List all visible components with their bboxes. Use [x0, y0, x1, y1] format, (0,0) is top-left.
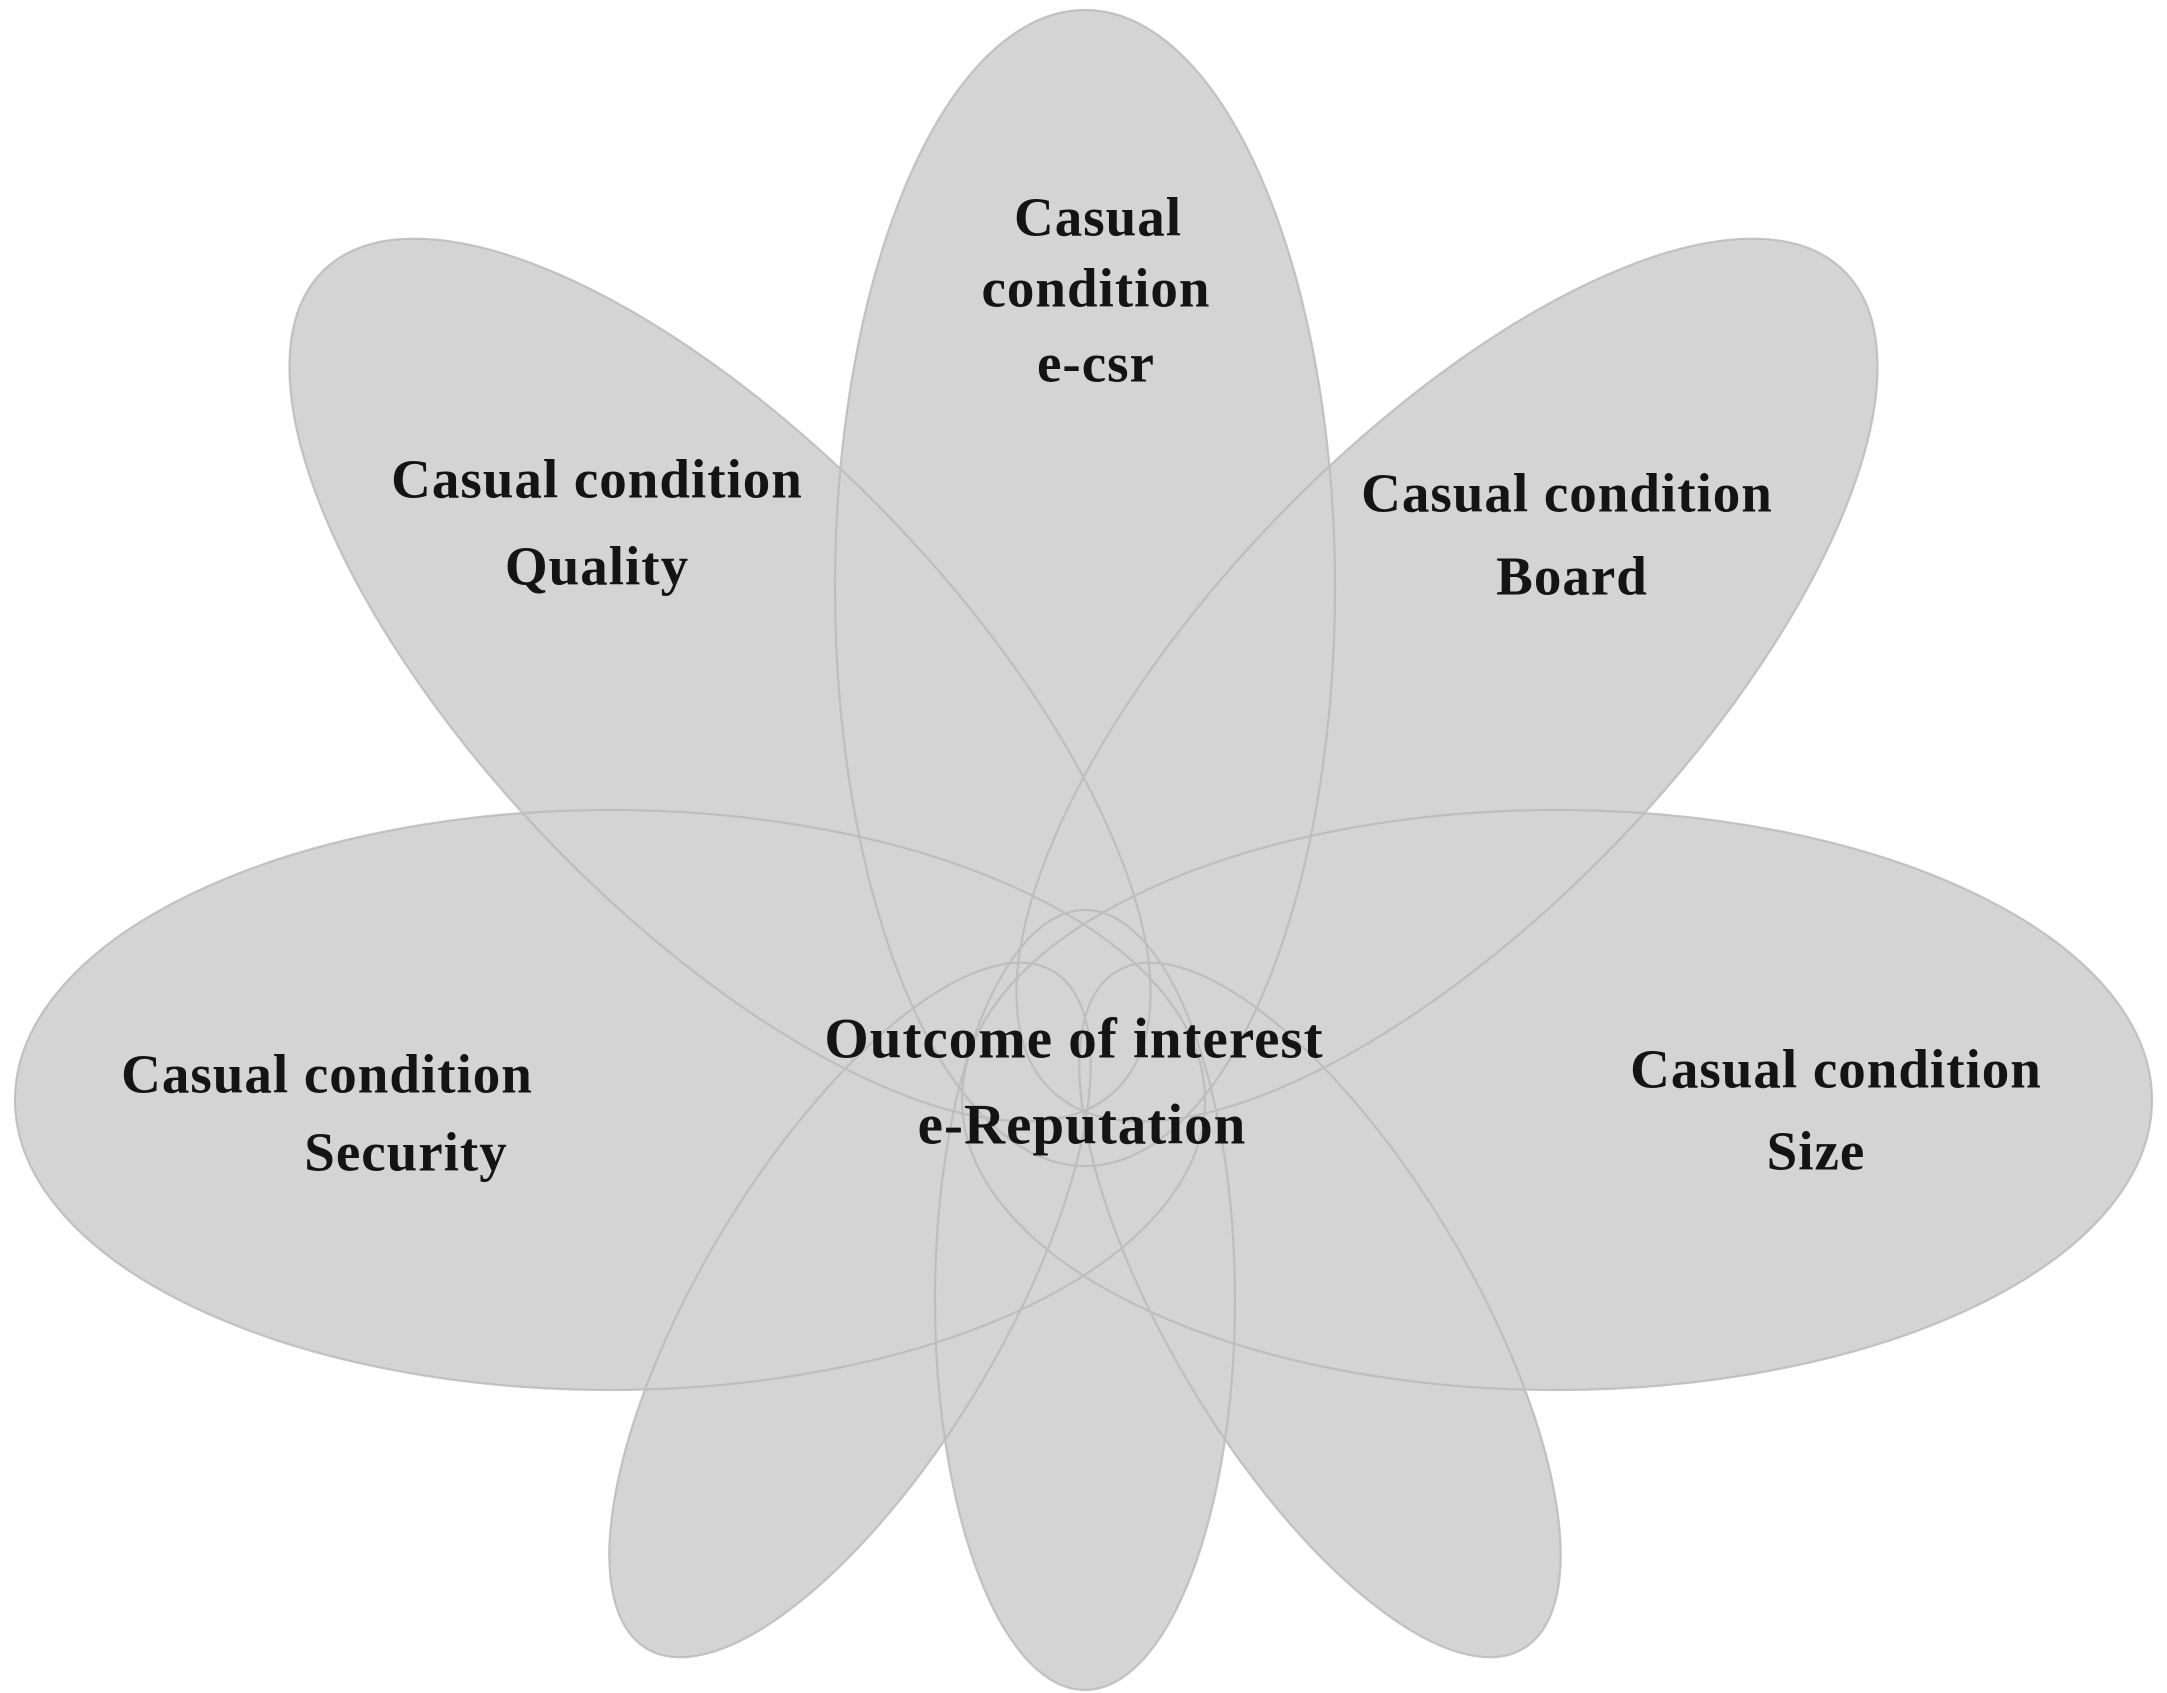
- petal-left-security-outline: [13, 808, 1207, 1392]
- label-size-line2: Size: [1766, 1120, 1866, 1182]
- label-quality-line2: Quality: [504, 535, 690, 597]
- label-ecsr-line1: Casual: [1014, 186, 1182, 248]
- label-security-line2: Security: [304, 1121, 508, 1183]
- label-ecsr-line3: e-csr: [1037, 332, 1155, 394]
- label-ecsr-line2: condition: [981, 257, 1211, 319]
- label-size-line1: Casual condition: [1630, 1038, 2042, 1100]
- label-security-line1: Casual condition: [121, 1043, 533, 1105]
- label-outcome-line1: Outcome of interest: [824, 1007, 1324, 1071]
- petal-upper-right-board-outline: [1015, 237, 1879, 1123]
- petal-bottom-left-outline: [608, 961, 1092, 1659]
- petal-upper-right-board-fill: [1016, 238, 1878, 1122]
- petal-outline-layer: [13, 8, 2154, 1692]
- petal-upper-left-quality-fill: [289, 238, 1151, 1122]
- petal-bottom-right-outline: [1078, 961, 1562, 1659]
- label-board-line2: Board: [1496, 545, 1648, 607]
- label-outcome-line2: e-Reputation: [917, 1093, 1247, 1157]
- label-quality-line1: Casual condition: [391, 448, 803, 510]
- petal-upper-left-quality-outline: [288, 237, 1152, 1123]
- label-board-line1: Casual condition: [1361, 462, 1773, 524]
- petal-top-ecsr-outline: [833, 8, 1337, 1168]
- petal-right-size-outline: [960, 808, 2154, 1392]
- petal-bottom-middle-outline: [933, 908, 1237, 1692]
